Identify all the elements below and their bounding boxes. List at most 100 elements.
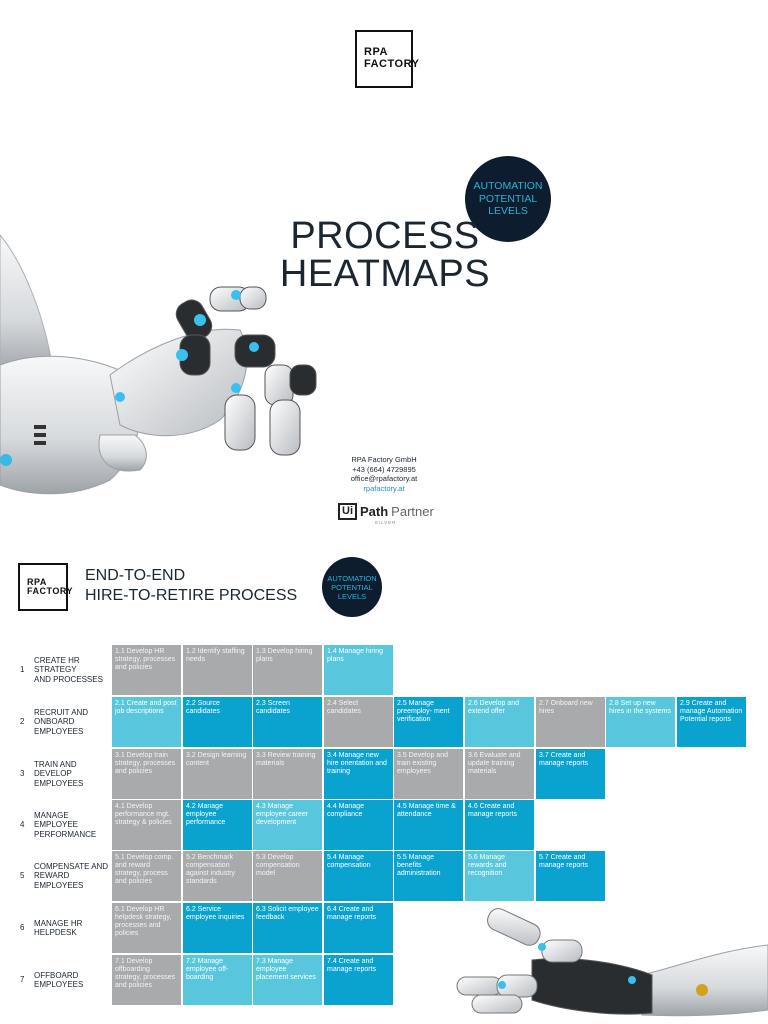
- row-title-line: EMPLOYEE: [34, 820, 79, 830]
- process-cell[interactable]: 1.4 Manage hiring plans: [324, 645, 393, 695]
- website-link[interactable]: rpafactory.at: [363, 483, 405, 493]
- badge-line-2: POTENTIAL: [478, 192, 538, 205]
- process-cell[interactable]: 2.6 Develop and extend offer: [465, 697, 534, 747]
- cover-title-line-2: HEATMAPS: [279, 253, 491, 295]
- process-cell[interactable]: 7.1 Develop offboarding strategy, proces…: [112, 955, 181, 1005]
- logo-line-1: RPA: [364, 46, 388, 59]
- cover-title-line-1: PROCESS: [290, 215, 480, 257]
- process-cell[interactable]: 5.3 Develop compensation model: [253, 851, 322, 901]
- section-title-line-1: END-TO-END: [85, 567, 186, 584]
- process-cell[interactable]: 4.2 Manage employee performance: [183, 800, 252, 850]
- process-cell[interactable]: 5.4 Manage compensation: [324, 851, 393, 901]
- partner-tier: SILVER: [374, 520, 397, 525]
- section-title: END-TO-END HIRE-TO-RETIRE PROCESS: [85, 566, 325, 606]
- process-cell[interactable]: 7.3 Manage employee placement services: [253, 955, 322, 1005]
- process-cell[interactable]: 4.4 Manage compliance: [324, 800, 393, 850]
- process-cell[interactable]: 2.4 Select candidates: [324, 697, 393, 747]
- robot-hand-image-bottom: [456, 908, 768, 1017]
- process-cell[interactable]: 1.3 Develop hiring plans: [253, 645, 322, 695]
- process-cell[interactable]: 1.1 Develop HR strategy, processes and p…: [112, 645, 181, 695]
- rpa-factory-logo-small: RPA FACTORY: [18, 563, 74, 611]
- row-number: 6: [20, 923, 25, 933]
- process-cell[interactable]: 2.9 Create and manage Automation Potenti…: [677, 697, 746, 747]
- company-name: RPA Factory GmbH: [351, 455, 417, 464]
- uipath-path-text: Path: [360, 504, 389, 519]
- row-title-line: OFFBOARD: [34, 970, 79, 980]
- row-title-line: STRATEGY: [34, 665, 77, 675]
- process-cell[interactable]: 3.4 Manage new hire orientation and trai…: [324, 749, 393, 799]
- row-title-line: AND PROCESSES: [34, 674, 103, 684]
- process-cell[interactable]: 6.4 Create and manage reports: [324, 903, 393, 953]
- process-cell[interactable]: 2.3 Screen candidates: [253, 697, 322, 747]
- row-title-line: RECRUIT AND: [34, 707, 89, 717]
- process-cell[interactable]: 5.1 Develop comp. and reward strategy, p…: [112, 851, 181, 901]
- process-cell[interactable]: 6.3 Solicit employee feedback: [253, 903, 322, 953]
- process-cell[interactable]: 1.2 Identify staffing needs: [183, 645, 252, 695]
- row-number: 3: [20, 769, 25, 779]
- process-cell[interactable]: 3.6 Evaluate and update training materia…: [465, 749, 534, 799]
- row-number: 5: [20, 871, 25, 881]
- email-address[interactable]: office@rpafactory.at: [350, 474, 418, 483]
- process-cell[interactable]: 2.8 Set up new hires in the systems: [606, 697, 675, 747]
- process-cell[interactable]: 3.2 Design learning content: [183, 749, 252, 799]
- process-cell[interactable]: 4.6 Create and manage reports: [465, 800, 534, 850]
- process-cell[interactable]: 7.4 Create and manage reports: [324, 955, 393, 1005]
- logo-small-line-2: FACTORY: [27, 586, 74, 596]
- uipath-partner-logo: Ui Path Partner SILVER: [338, 503, 434, 525]
- process-cell[interactable]: 2.7 Onboard new hires: [536, 697, 605, 747]
- process-cell[interactable]: 4.5 Manage time & attendance: [394, 800, 463, 850]
- phone-number: +43 (664) 4729895: [352, 464, 416, 474]
- process-cell[interactable]: 7.2 Manage employee off-boarding: [183, 955, 252, 1005]
- badge-small-line-2: POTENTIAL: [331, 582, 373, 592]
- contact-block: RPA Factory GmbH +43 (664) 4729895 offic…: [320, 455, 448, 493]
- badge-line-1: AUTOMATION: [473, 180, 543, 193]
- process-cell[interactable]: 4.1 Develop performance mgt. strategy & …: [112, 800, 181, 850]
- rpa-factory-logo: RPA FACTORY: [355, 30, 420, 88]
- row-number: 1: [20, 665, 25, 675]
- process-cell[interactable]: 6.2 Service employee inquiries: [183, 903, 252, 953]
- row-title-line: REWARD: [34, 871, 70, 881]
- row-title-line: TRAIN AND: [34, 759, 77, 769]
- row-number: 2: [20, 717, 25, 727]
- section-title-line-2: HIRE-TO-RETIRE PROCESS: [85, 587, 298, 604]
- process-cell[interactable]: 3.5 Develop and train existing employees: [394, 749, 463, 799]
- row-title-line: DEVELOP: [34, 769, 72, 779]
- row-title-line: EMPLOYEES: [34, 880, 84, 890]
- automation-potential-badge-small: AUTOMATION POTENTIAL LEVELS: [322, 557, 382, 617]
- uipath-partner-text: Partner: [391, 504, 434, 519]
- uipath-ui-mark: Ui: [338, 503, 357, 520]
- badge-small-line-1: AUTOMATION: [327, 573, 377, 583]
- row-title-line: EMPLOYEES: [34, 778, 84, 788]
- process-cell[interactable]: 5.7 Create and manage reports: [536, 851, 605, 901]
- row-title-line: PERFORMANCE: [34, 829, 97, 839]
- process-cell[interactable]: 3.3 Review training materials: [253, 749, 322, 799]
- process-cell[interactable]: 5.6 Manage rewards and recognition: [465, 851, 534, 901]
- logo-line-2: FACTORY: [364, 58, 420, 70]
- process-cell[interactable]: 3.7 Create and manage reports: [536, 749, 605, 799]
- process-cell[interactable]: 5.5 Manage benefits administration: [394, 851, 463, 901]
- row-title-line: MANAGE HR: [34, 918, 83, 928]
- row-number: 4: [20, 820, 25, 830]
- process-cell[interactable]: 3.1 Develop train strategy, processes an…: [112, 749, 181, 799]
- process-cell[interactable]: 2.1 Create and post job descriptions: [112, 697, 181, 747]
- row-title-line: COMPENSATE AND: [34, 861, 109, 871]
- process-cell[interactable]: 6.1 Develop HR helpdesk strategy, proces…: [112, 903, 181, 953]
- logo-small-line-1: RPA: [27, 576, 47, 587]
- cover-title: PROCESS HEATMAPS: [270, 217, 500, 293]
- process-cell[interactable]: 5.2 Benchmark compensation against indus…: [183, 851, 252, 901]
- process-cell[interactable]: 2.2 Source candidates: [183, 697, 252, 747]
- process-cell[interactable]: 4.3 Manage employee career development: [253, 800, 322, 850]
- row-number: 7: [20, 975, 25, 985]
- process-cell[interactable]: 2.5 Manage preemploy- ment verification: [394, 697, 463, 747]
- row-title-line: ONBOARD: [34, 717, 75, 727]
